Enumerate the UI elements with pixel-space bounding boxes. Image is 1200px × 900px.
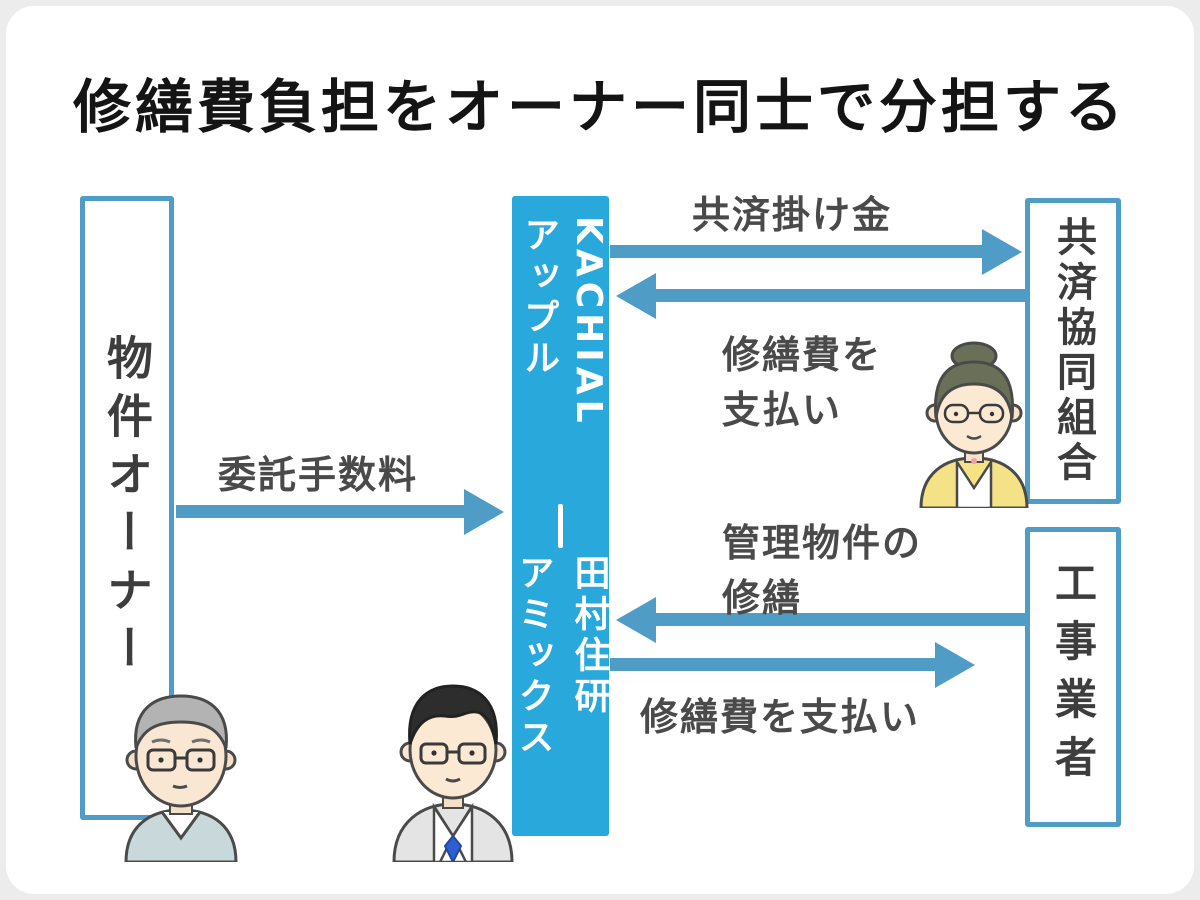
mutual-aid-association-label: 共済協同組合 — [1050, 216, 1096, 486]
brand-name-group: KACHIAL アップル — [512, 216, 609, 498]
premium-payment-arrow — [610, 245, 982, 258]
elderly-man-glasses-icon — [124, 694, 238, 862]
staff-illustration — [898, 340, 1050, 508]
managed-property-repair-arrow — [656, 613, 1025, 626]
construction-contractor-label: 工事業者 — [1048, 561, 1098, 793]
company-name-group: 田村住研 アミックス — [507, 554, 615, 814]
construction-contractor-box: 工事業者 — [1025, 527, 1121, 827]
woman-glasses-icon — [919, 341, 1029, 508]
brand-name-kana: アップル — [518, 216, 559, 380]
company-name-kana: アミックス — [512, 554, 554, 759]
mutual-aid-association-box: 共済協同組合 — [1025, 198, 1121, 504]
property-owner-label: 物件オーナー — [100, 334, 154, 682]
repair-cost-payment-label: 修繕費を支払い — [640, 695, 921, 739]
agent-illustration — [382, 660, 524, 862]
management-company-box: KACHIAL アップル 田村住研 アミックス — [512, 196, 610, 836]
elderly-owner-illustration — [108, 670, 254, 862]
separator-line — [558, 504, 563, 548]
commission-fee-label: 委託手数料 — [218, 453, 419, 497]
brand-name-en: KACHIAL — [568, 216, 609, 428]
repair-cost-payout-label: 修繕費を 支払い — [722, 333, 883, 433]
managed-property-repair-label: 管理物件の 修繕 — [722, 521, 923, 621]
company-name: 田村住研 — [568, 554, 610, 718]
repair-cost-payout-arrow — [656, 289, 1025, 302]
premium-payment-label: 共済掛け金 — [692, 193, 893, 237]
property-owner-box: 物件オーナー — [80, 196, 174, 820]
commission-fee-arrow — [176, 505, 464, 518]
page-title: 修繕費負担をオーナー同士で分担する — [72, 73, 1127, 141]
repair-cost-payment-arrow — [610, 658, 935, 671]
businessman-glasses-icon — [392, 684, 514, 862]
